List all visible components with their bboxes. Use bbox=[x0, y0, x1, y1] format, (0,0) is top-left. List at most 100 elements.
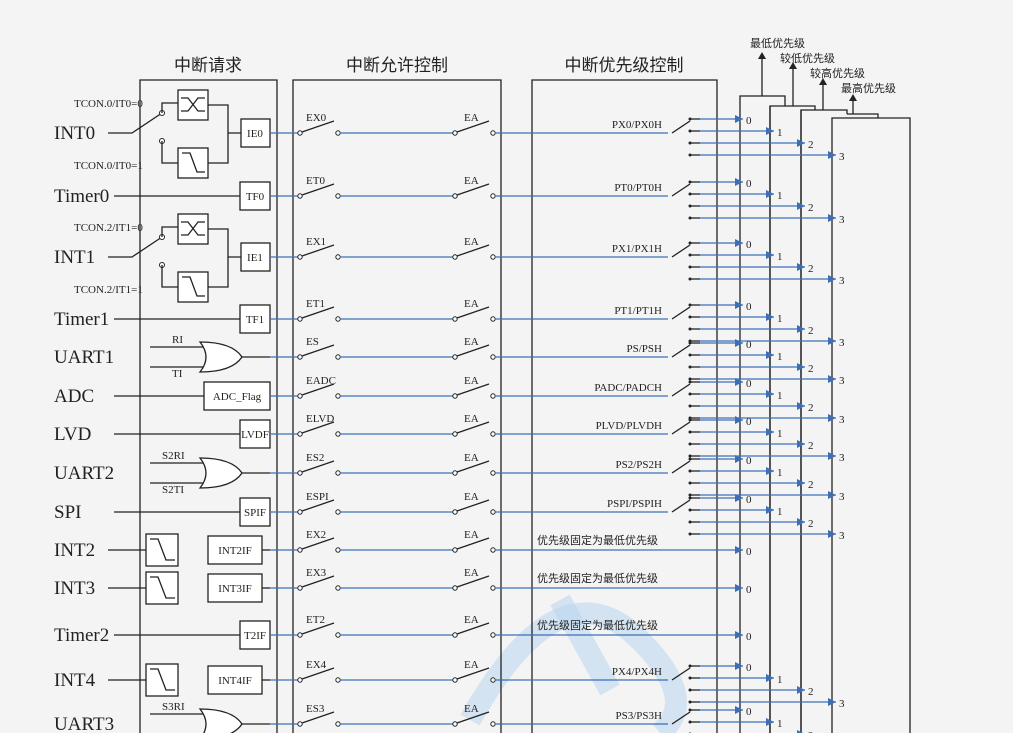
priority-level-number: 2 bbox=[808, 139, 814, 151]
ea-label: EA bbox=[464, 452, 479, 464]
priority-bit-label: PX0/PX0H bbox=[612, 119, 662, 131]
priority-bit-label: PS/PSH bbox=[627, 343, 663, 355]
priority-level-number: 0 bbox=[746, 706, 752, 718]
ea-label: EA bbox=[464, 413, 479, 425]
or-input-label: RI bbox=[172, 334, 183, 346]
ea-label: EA bbox=[464, 336, 479, 348]
priority-bit-label: PX1/PX1H bbox=[612, 243, 662, 255]
priority-level-number: 2 bbox=[808, 518, 814, 530]
priority-level-number: 3 bbox=[839, 452, 845, 464]
ea-label: EA bbox=[464, 703, 479, 715]
priority-level-number: 2 bbox=[808, 325, 814, 337]
enable-switch bbox=[297, 575, 341, 591]
enable-switch bbox=[297, 460, 341, 476]
priority-level-number: 2 bbox=[808, 730, 814, 733]
priority-level-number: 2 bbox=[808, 363, 814, 375]
ea-switch bbox=[452, 344, 496, 360]
ea-label: EA bbox=[464, 659, 479, 671]
flag-label: SPIF bbox=[244, 507, 266, 519]
flag-box bbox=[239, 181, 271, 211]
enable-bit-label: ELVD bbox=[306, 413, 334, 425]
priority-level-number: 3 bbox=[839, 151, 845, 163]
source-label: INT4 bbox=[54, 670, 96, 691]
priority-level-number: 0 bbox=[746, 494, 752, 506]
source-label: Timer1 bbox=[54, 309, 109, 330]
enable-switch bbox=[297, 183, 341, 199]
priority-bit-label: PS3/PS3H bbox=[616, 710, 663, 722]
ea-switch bbox=[452, 460, 496, 476]
priority-level-number: 1 bbox=[777, 190, 783, 202]
priority-level-number: 1 bbox=[777, 351, 783, 363]
enable-bit-label: ET0 bbox=[306, 175, 325, 187]
priority-level-number: 0 bbox=[746, 662, 752, 674]
priority-level-number: 0 bbox=[746, 301, 752, 313]
flag-label: INT3IF bbox=[218, 583, 252, 595]
mode-label-top: TCON.2/IT1=0 bbox=[74, 222, 143, 234]
header-interrupt-request: 中断请求 bbox=[174, 56, 242, 76]
priority-level-number: 2 bbox=[808, 202, 814, 214]
flag-label: IE1 bbox=[247, 252, 263, 264]
header-interrupt-enable: 中断允许控制 bbox=[346, 56, 448, 76]
flag-box bbox=[207, 665, 263, 695]
source-label: UART2 bbox=[54, 463, 114, 484]
priority-level-number: 0 bbox=[746, 584, 752, 596]
source-label: Timer0 bbox=[54, 186, 109, 207]
flag-label: T2IF bbox=[244, 630, 266, 642]
priority-level-number: 0 bbox=[746, 178, 752, 190]
level-lower-label: 较低优先级 bbox=[780, 51, 835, 65]
source-label: INT0 bbox=[54, 123, 95, 144]
source-label: ADC bbox=[54, 386, 94, 407]
enable-switch bbox=[297, 421, 341, 437]
enable-bit-label: ET2 bbox=[306, 614, 325, 626]
priority-level-number: 2 bbox=[808, 479, 814, 491]
or-input-label: S2RI bbox=[162, 450, 185, 462]
source-label: UART3 bbox=[54, 714, 114, 733]
priority-level-number: 0 bbox=[746, 546, 752, 558]
priority-level-number: 0 bbox=[746, 339, 752, 351]
priority-level-number: 2 bbox=[808, 402, 814, 414]
ea-switch bbox=[452, 306, 496, 322]
ea-label: EA bbox=[464, 175, 479, 187]
priority-level-number: 1 bbox=[777, 127, 783, 139]
ea-label: EA bbox=[464, 529, 479, 541]
priority-bit-label: PS2/PS2H bbox=[616, 459, 663, 471]
priority-level-number: 0 bbox=[746, 115, 752, 127]
watermark bbox=[460, 594, 687, 733]
priority-level-number: 1 bbox=[777, 251, 783, 263]
header-interrupt-priority: 中断优先级控制 bbox=[565, 56, 684, 76]
priority-level-number: 3 bbox=[839, 214, 845, 226]
priority-level-number: 1 bbox=[777, 390, 783, 402]
enable-switch bbox=[297, 537, 341, 553]
source-label: INT2 bbox=[54, 540, 95, 561]
flag-label: INT4IF bbox=[218, 675, 252, 687]
level-higher-label: 较高优先级 bbox=[810, 66, 865, 80]
priority-bit-label: PADC/PADCH bbox=[594, 382, 662, 394]
ea-label: EA bbox=[464, 614, 479, 626]
priority-bit-label: PLVD/PLVDH bbox=[596, 420, 662, 432]
flag-box bbox=[239, 620, 271, 650]
enable-bit-label: ET1 bbox=[306, 298, 325, 310]
ea-label: EA bbox=[464, 375, 479, 387]
request-column-frame bbox=[139, 79, 278, 733]
enable-bit-label: EX1 bbox=[306, 236, 326, 248]
priority-level-number: 0 bbox=[746, 455, 752, 467]
flag-box bbox=[239, 419, 271, 449]
mode-label-bottom: TCON.2/IT1=1 bbox=[74, 284, 143, 296]
priority-level-number: 0 bbox=[746, 631, 752, 643]
ea-label: EA bbox=[464, 567, 479, 579]
priority-level-number: 3 bbox=[839, 530, 845, 542]
ea-switch bbox=[452, 622, 496, 638]
priority-level-number: 1 bbox=[777, 674, 783, 686]
priority-level-number: 3 bbox=[839, 275, 845, 287]
priority-level-number: 1 bbox=[777, 313, 783, 325]
enable-column-frame bbox=[292, 79, 502, 733]
source-label: LVD bbox=[54, 424, 91, 445]
